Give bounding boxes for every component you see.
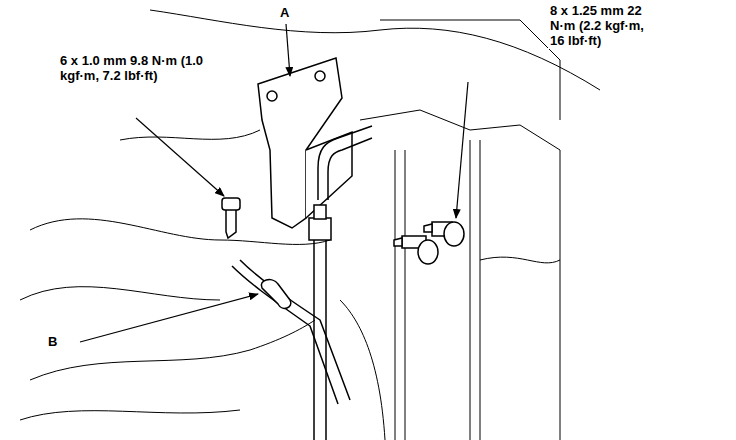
part-letter: B	[46, 333, 59, 350]
frame-edge	[470, 140, 471, 440]
clip	[232, 260, 350, 404]
engine-contour	[120, 130, 260, 140]
bracket	[258, 58, 352, 228]
engine-contour	[480, 257, 560, 263]
torque-spec: 6 x 1.0 mm 9.8 N·m (1.0 kgf·m, 7.2 lbf·f…	[58, 52, 234, 84]
engine-contour	[340, 300, 385, 440]
torque-spec: 8 x 1.25 mm 22 N·m (2.2 kgf·m, 16 lbf·ft…	[548, 2, 648, 49]
body-contour	[380, 20, 560, 120]
frame-edge	[480, 140, 481, 440]
engine-contour	[20, 410, 240, 420]
brake-pipe	[309, 126, 372, 440]
engine-contour	[20, 287, 220, 300]
body-contour	[360, 110, 560, 150]
frame-edge	[560, 150, 561, 440]
part-letter: A	[278, 4, 291, 21]
engine-contour	[30, 320, 315, 380]
bolt	[222, 198, 464, 264]
frame-edge	[405, 150, 406, 440]
frame-edge	[395, 150, 396, 440]
